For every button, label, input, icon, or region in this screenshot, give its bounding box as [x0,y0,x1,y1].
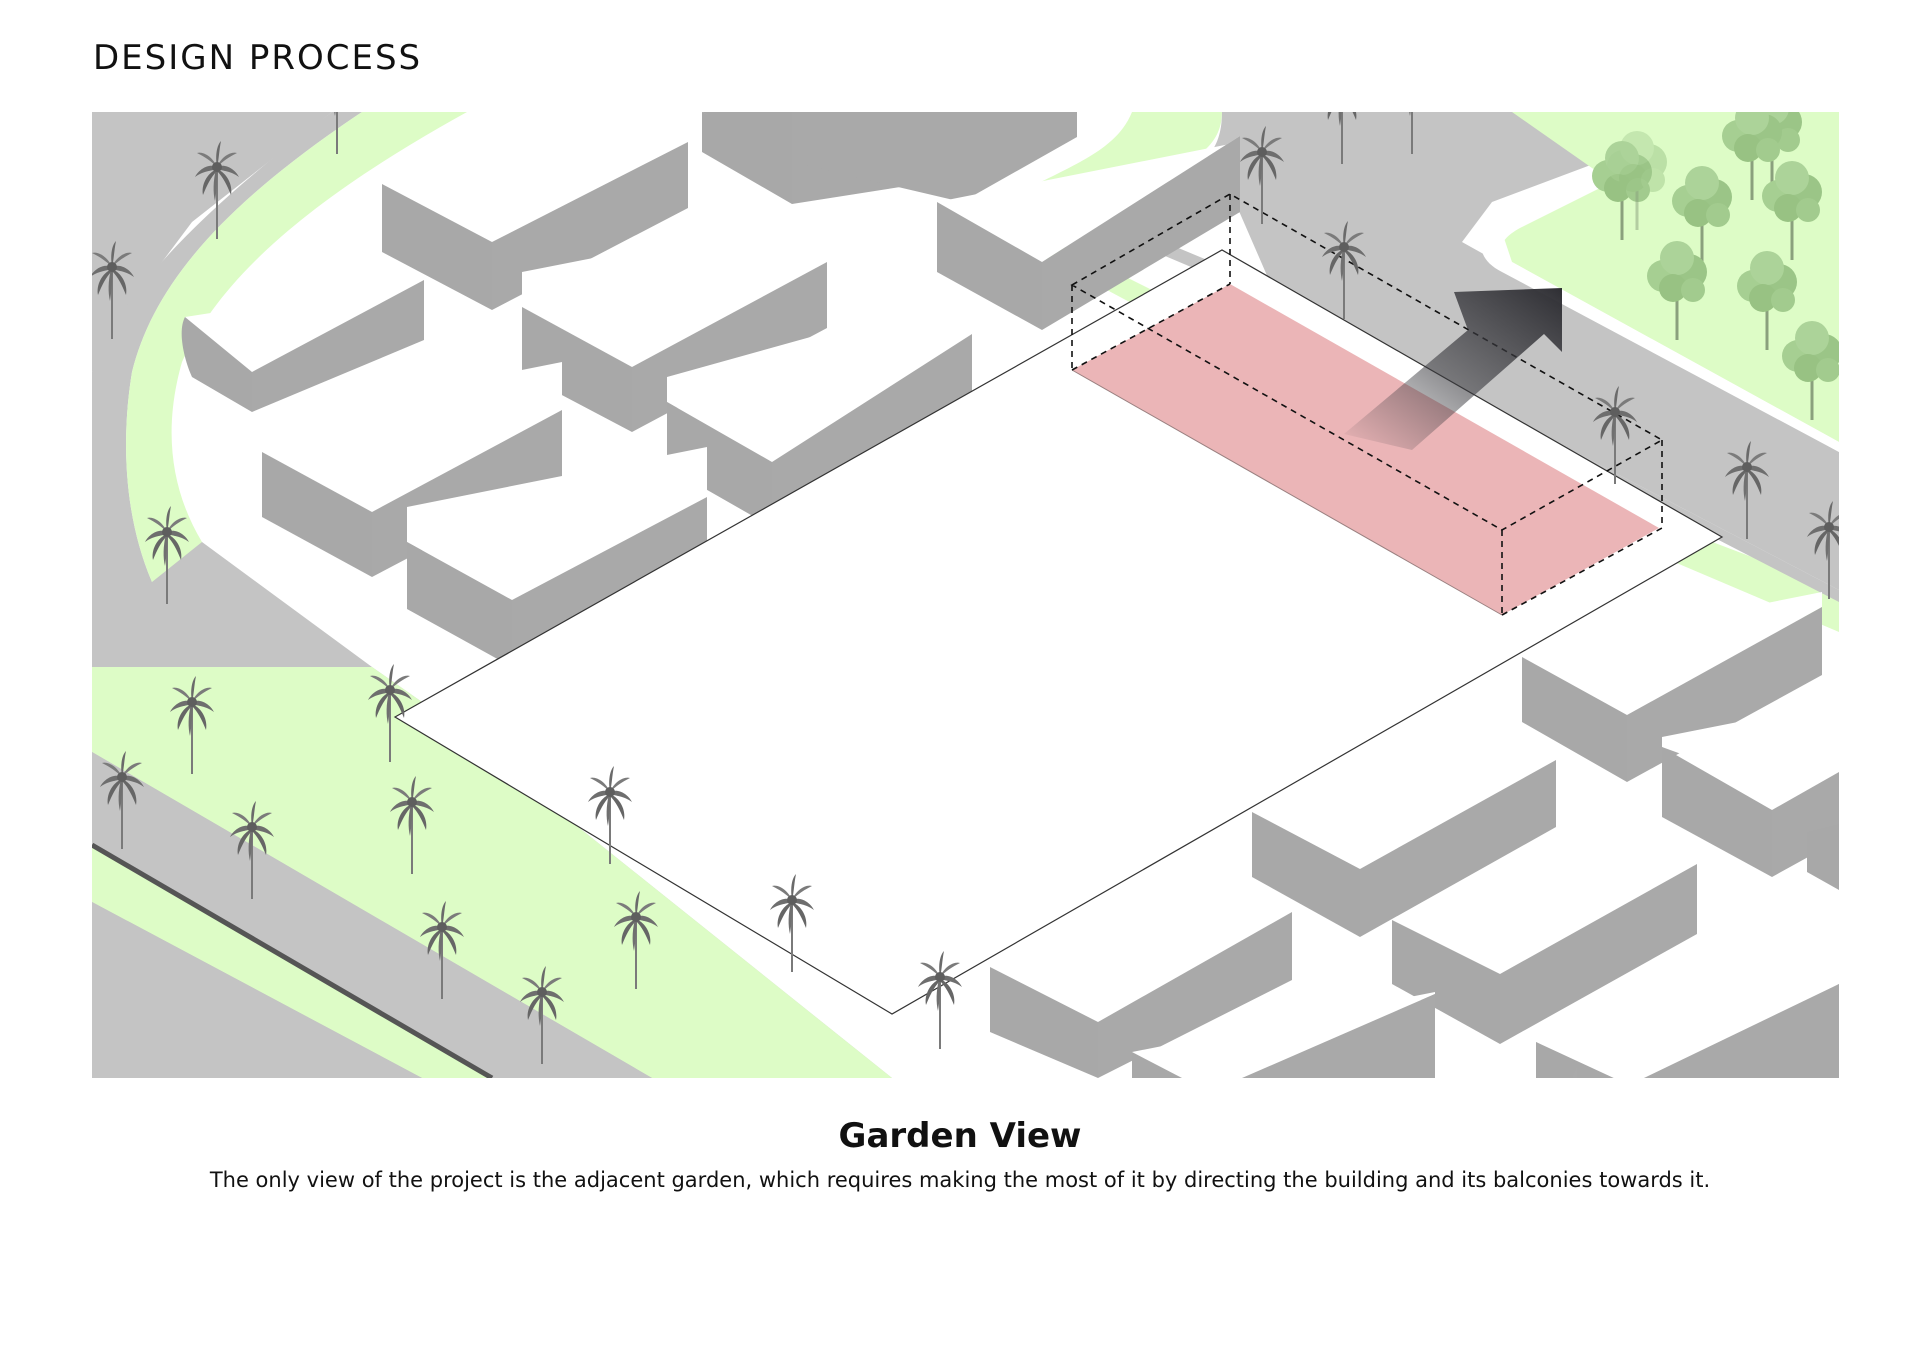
building-blocks [181,112,1839,1078]
view-direction-arrow-icon [1344,288,1562,450]
ground-plane [92,112,1839,1078]
page-title: DESIGN PROCESS [93,38,423,78]
caption-title: Garden View [838,1116,1082,1156]
site-axonometric-diagram [92,112,1839,1078]
building-massing-envelope [1070,193,1664,616]
proposed-building-footprint [1071,284,1659,616]
caption-body: The only view of the project is the adja… [209,1168,1711,1192]
